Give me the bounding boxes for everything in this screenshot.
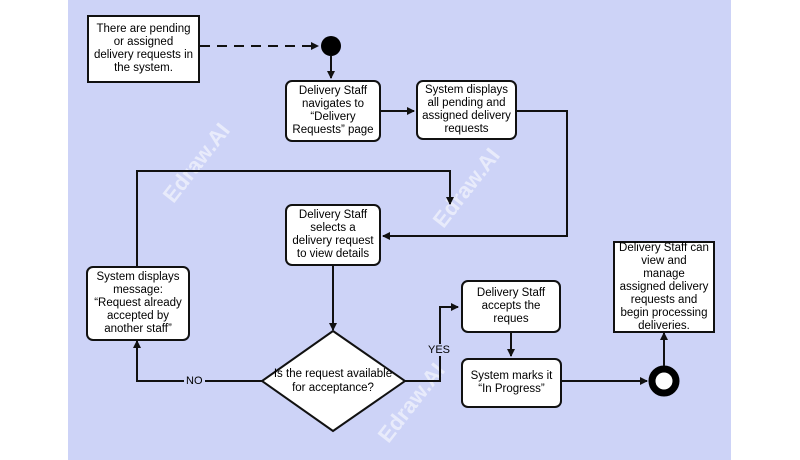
yes-label: YES bbox=[426, 344, 453, 356]
already-accepted-action: System displays message: “Request alread… bbox=[86, 266, 190, 341]
navigate-action: Delivery Staff navigates to “Delivery Re… bbox=[285, 80, 381, 142]
select-request-action: Delivery Staff selects a delivery reques… bbox=[285, 204, 381, 266]
mark-progress-action: System marks it “In Progress” bbox=[461, 358, 562, 408]
start-node bbox=[321, 36, 341, 56]
precondition-note: There are pending or assigned delivery r… bbox=[87, 15, 200, 83]
no-label: NO bbox=[184, 375, 205, 387]
postcondition-note: Delivery Staff can view and manage assig… bbox=[613, 241, 715, 333]
display-requests-action: System displays all pending and assigned… bbox=[416, 80, 517, 140]
edge-message-select bbox=[136, 170, 454, 266]
accept-action: Delivery Staff accepts the reques bbox=[461, 280, 561, 333]
decision-label: Is the request available for acceptance? bbox=[273, 368, 393, 394]
end-node bbox=[648, 365, 680, 397]
decision-diamond bbox=[260, 329, 407, 433]
edge-display-select bbox=[382, 110, 568, 240]
edge-decision-no bbox=[133, 340, 262, 382]
